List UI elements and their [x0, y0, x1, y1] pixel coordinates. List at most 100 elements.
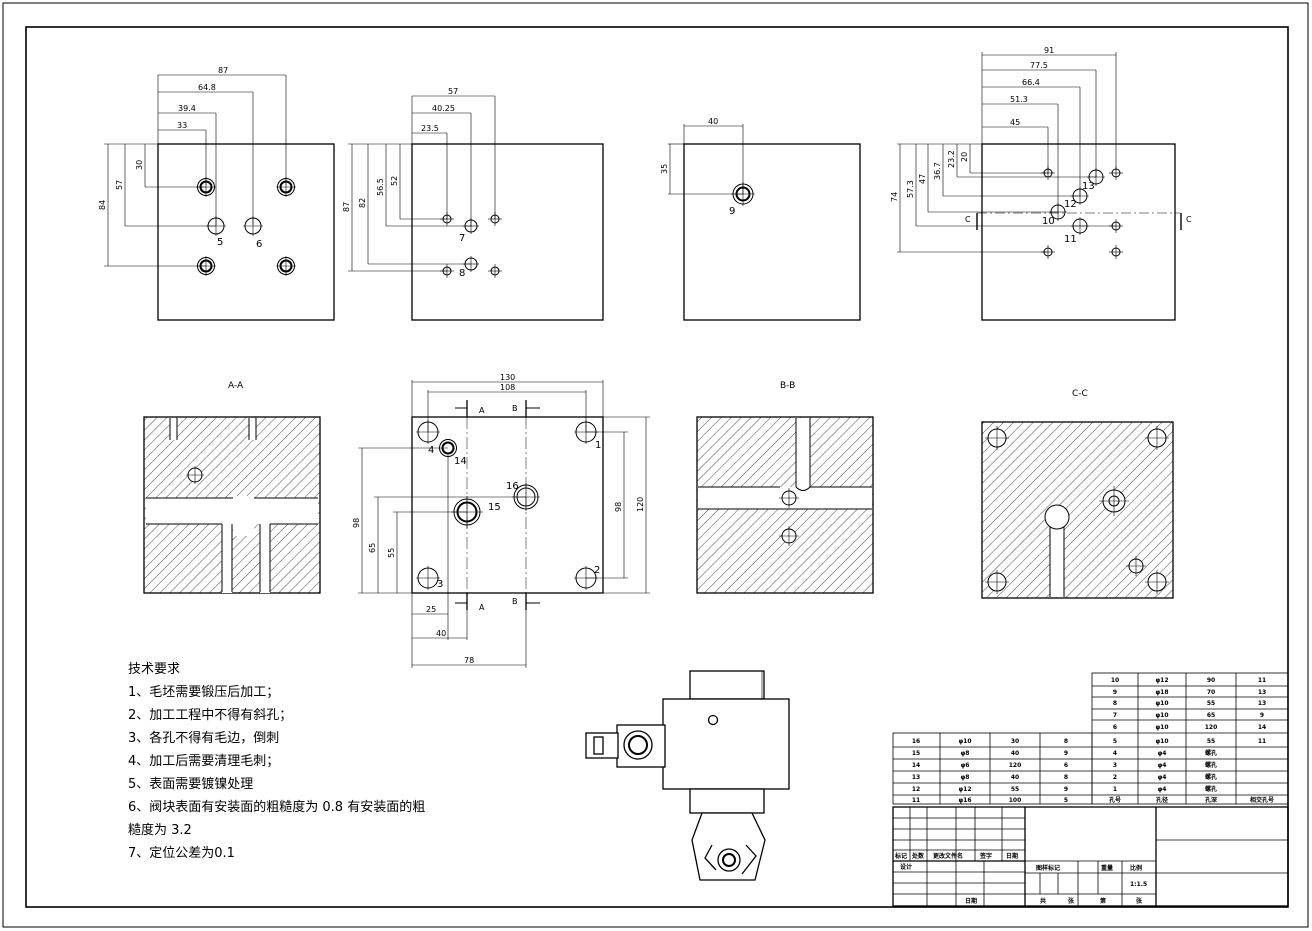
hole-left-r2-c4: 9 — [1064, 750, 1068, 757]
hole-right-r6-c4: 11 — [1258, 738, 1266, 745]
hole-right-r9-c3: 螺孔 — [1205, 773, 1217, 781]
section-c-c-title: C-C — [1072, 389, 1088, 399]
hole-header-dia: 孔径 — [1156, 796, 1168, 804]
hole-right-r9-c2: φ4 — [1158, 774, 1167, 781]
v4-label-13: 13 — [1082, 181, 1095, 192]
hole-right-r3-c3: 55 — [1207, 700, 1215, 707]
hole-right-r3-c2: φ10 — [1155, 700, 1168, 707]
v2-dim-57: 57 — [448, 87, 458, 96]
v2-dim-87: 87 — [342, 202, 351, 212]
tb-mark: 标记 — [894, 852, 907, 860]
title-block-grid — [892, 806, 1289, 907]
hole-right-r7-c2: φ4 — [1158, 750, 1167, 757]
technical-notes: 技术要求 1、毛坯需要锻压后加工； 2、加工工程中不得有斜孔； 3、各孔不得有毛… — [128, 658, 425, 865]
view-1 — [104, 74, 335, 321]
main-label-16: 16 — [506, 481, 519, 492]
hole-left-r2-c3: 40 — [1011, 750, 1019, 757]
hole-right-r2-c1: 9 — [1113, 689, 1117, 696]
tb-scale-label: 比例 — [1130, 864, 1142, 872]
note-6: 6、阀块表面有安装面的粗糙度为 0.8 有安装面的粗 — [128, 800, 426, 815]
hole-right-r9-c1: 2 — [1113, 774, 1117, 781]
hole-right-r8-c2: φ4 — [1158, 762, 1167, 769]
hole-left-r4-c4: 8 — [1064, 774, 1068, 781]
v4-dim-74: 74 — [890, 192, 899, 202]
v3-dim-35: 35 — [660, 164, 669, 174]
hole-left-r3-c1: 14 — [912, 762, 920, 769]
hole-right-r7-c1: 4 — [1113, 750, 1117, 757]
hole-left-r5-c1: 12 — [912, 786, 920, 793]
hole-left-r6-c3: 100 — [1009, 797, 1022, 804]
notes-title: 技术要求 — [128, 662, 181, 677]
hole-right-r4-c3: 65 — [1207, 712, 1215, 719]
hole-right-r1-c2: φ12 — [1155, 677, 1168, 684]
v2-dim-40.25: 40.25 — [432, 104, 455, 113]
hole-right-r6-c1: 5 — [1113, 738, 1117, 745]
hole-left-r3-c2: φ6 — [961, 762, 970, 769]
note-5: 5、表面需要镀镍处理 — [128, 777, 254, 792]
v4-dim-77.5: 77.5 — [1030, 61, 1048, 70]
hole-right-r5-c1: 6 — [1113, 724, 1117, 731]
main-dim-98-right: 98 — [614, 502, 623, 512]
v1-label-5: 5 — [217, 237, 223, 248]
hole-left-r2-c1: 15 — [912, 750, 920, 757]
hole-left-r1-c4: 8 — [1064, 738, 1068, 745]
main-label-4: 4 — [428, 445, 434, 456]
main-cut-b-top: B — [512, 404, 518, 413]
hole-left-r1-c2: φ10 — [958, 738, 971, 745]
section-b-b — [696, 416, 874, 594]
hole-left-r1-c3: 30 — [1011, 738, 1019, 745]
tb-date: 日期 — [965, 897, 977, 905]
tb-date-header: 日期 — [1006, 852, 1018, 860]
hole-right-r2-c4: 13 — [1258, 689, 1266, 696]
hole-right-r2-c2: φ18 — [1155, 689, 1168, 696]
hole-right-r2-c3: 70 — [1207, 689, 1215, 696]
main-cut-b-bottom: B — [512, 597, 518, 606]
section-c-c — [981, 421, 1174, 599]
main-label-2: 2 — [594, 565, 600, 576]
tb-scale: 1:1.5 — [1130, 881, 1147, 888]
main-view — [358, 380, 650, 668]
main-label-1: 1 — [595, 440, 601, 451]
hole-left-r4-c2: φ8 — [961, 774, 970, 781]
v4-dim-20: 20 — [960, 152, 969, 162]
hole-right-r10-c2: φ4 — [1158, 786, 1167, 793]
tb-page: 第 — [1099, 897, 1106, 905]
hole-left-r6-c2: φ16 — [958, 797, 971, 804]
v1-dim-64.8: 64.8 — [198, 83, 216, 92]
main-dim-40: 40 — [436, 629, 446, 638]
hole-right-r6-c3: 55 — [1207, 738, 1215, 745]
hole-right-r10-c3: 螺孔 — [1205, 785, 1217, 793]
hole-right-r3-c4: 13 — [1258, 700, 1266, 707]
main-dim-98-left: 98 — [352, 518, 361, 528]
hole-left-r5-c4: 9 — [1064, 786, 1068, 793]
tb-sign: 签字 — [979, 852, 992, 860]
tb-total: 共 — [1040, 897, 1046, 905]
hole-right-r1-c3: 90 — [1207, 677, 1215, 684]
hole-header-intersect: 相交孔号 — [1250, 796, 1274, 804]
main-dim-78: 78 — [464, 656, 474, 665]
main-dim-65: 65 — [368, 543, 377, 553]
v4-cut-right: C — [1186, 215, 1192, 224]
hole-right-r10-c1: 1 — [1113, 786, 1117, 793]
tb-weight: 重量 — [1101, 864, 1113, 872]
v3-dim-40: 40 — [708, 117, 718, 126]
v1-dim-84: 84 — [98, 200, 107, 210]
hole-left-r3-c4: 6 — [1064, 762, 1068, 769]
v4-dim-51.3: 51.3 — [1010, 95, 1028, 104]
v4-dim-36.7: 36.7 — [933, 162, 942, 180]
hole-left-r5-c2: φ12 — [958, 786, 971, 793]
hole-right-r6-c2: φ10 — [1155, 738, 1168, 745]
v2-dim-23.5: 23.5 — [421, 124, 439, 133]
inner-border — [25, 26, 1289, 908]
v4-label-12: 12 — [1064, 199, 1077, 210]
hole-right-r1-c4: 11 — [1258, 677, 1266, 684]
v4-dim-91: 91 — [1044, 46, 1054, 55]
v4-dim-66.4: 66.4 — [1022, 78, 1040, 87]
hole-right-r1-c1: 10 — [1111, 677, 1119, 684]
v1-dim-57: 57 — [115, 180, 124, 190]
tb-change-file: 更改文件名 — [933, 852, 963, 860]
main-label-14: 14 — [454, 456, 467, 467]
v4-dim-23.2: 23.2 — [947, 150, 956, 168]
section-a-a — [143, 416, 321, 594]
